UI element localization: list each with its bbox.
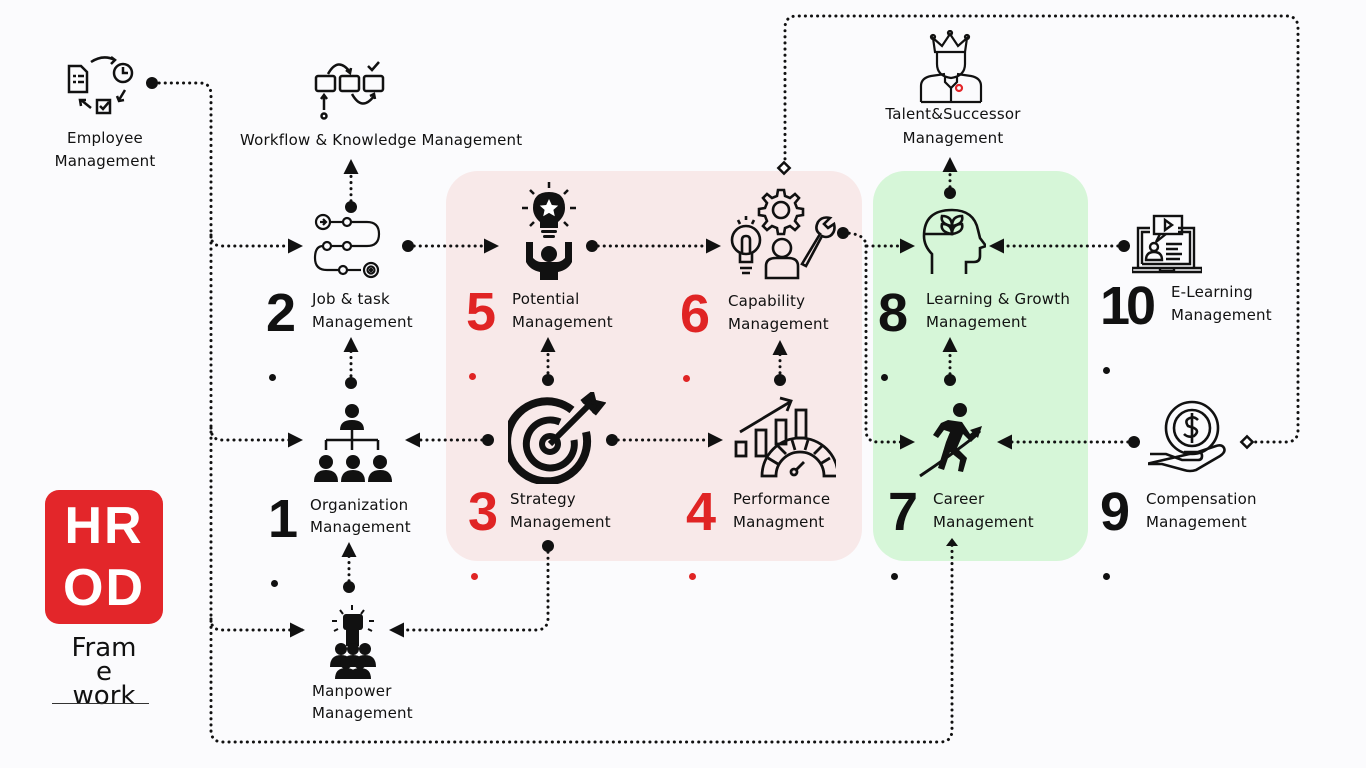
node-dot (1128, 436, 1140, 448)
career-label-line1: Career (933, 490, 985, 508)
module-number-4: 4 (686, 485, 716, 587)
elearning-label-line2: Management (1171, 306, 1272, 324)
node-diamond (1239, 434, 1255, 450)
org-chart-icon (314, 404, 392, 482)
strategy-label-line2: Management (510, 513, 611, 531)
potential-label-line1: Potential (512, 290, 580, 308)
running-up-icon (919, 403, 982, 478)
employee-label-line2: Management (54, 152, 156, 170)
hand-coin-icon (1148, 400, 1226, 473)
employee-label-line1: Employee (67, 129, 143, 147)
node-dot (1118, 240, 1130, 252)
organization-label-line1: Organization (310, 496, 409, 514)
performance-gauge-icon (734, 396, 836, 478)
module-number-3: 3 (468, 485, 498, 587)
manpower-label-line2: Management (312, 704, 413, 722)
target-arrow-icon (508, 392, 606, 484)
node-dot (345, 377, 357, 389)
performance-label-line1: Performance (733, 490, 831, 508)
learning-label-line2: Management (926, 313, 1027, 331)
compensation-label-line1: Compensation (1146, 490, 1257, 508)
elearning-label-line1: E-Learning (1171, 283, 1254, 301)
strategy-label-line1: Strategy (510, 490, 576, 508)
compensation-label-line2: Management (1146, 513, 1247, 531)
talent-label-line2: Management (902, 129, 1004, 147)
module-number-7: 7 (888, 485, 918, 587)
employee-cycle-icon (67, 56, 134, 115)
capability-label-line2: Management (728, 315, 829, 333)
module-number-10: 10 (1100, 279, 1156, 381)
connector-trunk-to-manpower (209, 617, 305, 638)
connector-trunk-to-org (209, 426, 303, 448)
laptop-video-icon (1132, 214, 1202, 274)
learning-label-line1: Learning & Growth (926, 290, 1071, 308)
head-sprout-icon (922, 208, 986, 274)
gear-wrench-person-icon (730, 188, 836, 280)
career-label-line2: Management (933, 513, 1034, 531)
logo-text-hr: HR (64, 497, 144, 555)
logo-text-od: OD (63, 559, 145, 617)
module-number-9: 9 (1100, 485, 1130, 587)
task-path-icon (313, 213, 381, 279)
talent-label-line1: Talent&Successor (885, 105, 1021, 123)
module-number-1: 1 (268, 492, 298, 594)
node-dot (146, 77, 158, 89)
module-number-5: 5 (466, 285, 496, 387)
node-dot (402, 240, 414, 252)
crowned-person-icon (919, 30, 983, 104)
capability-label-line1: Capability (728, 292, 806, 310)
manpower-label-line1: Manpower (312, 682, 392, 700)
lightbulb-person-icon (522, 182, 576, 280)
organization-label-line2: Management (310, 518, 411, 536)
module-number-8: 8 (878, 286, 908, 388)
job-task-label-line1: Job & task (312, 290, 390, 308)
performance-label-line2: Managment (733, 513, 825, 531)
framework-underline (52, 703, 149, 704)
connector-trunk-to-job (209, 233, 303, 254)
module-number-2: 2 (266, 286, 296, 388)
hrod-logo: HR OD (45, 490, 163, 624)
module-number-6: 6 (680, 287, 710, 389)
raised-fist-crowd-icon (330, 605, 376, 679)
workflow-icon (314, 61, 385, 120)
node-dot (343, 581, 355, 593)
potential-label-line2: Management (512, 313, 613, 331)
job-task-label-line2: Management (312, 313, 413, 331)
workflow-label: Workflow & Knowledge Management (240, 131, 523, 149)
